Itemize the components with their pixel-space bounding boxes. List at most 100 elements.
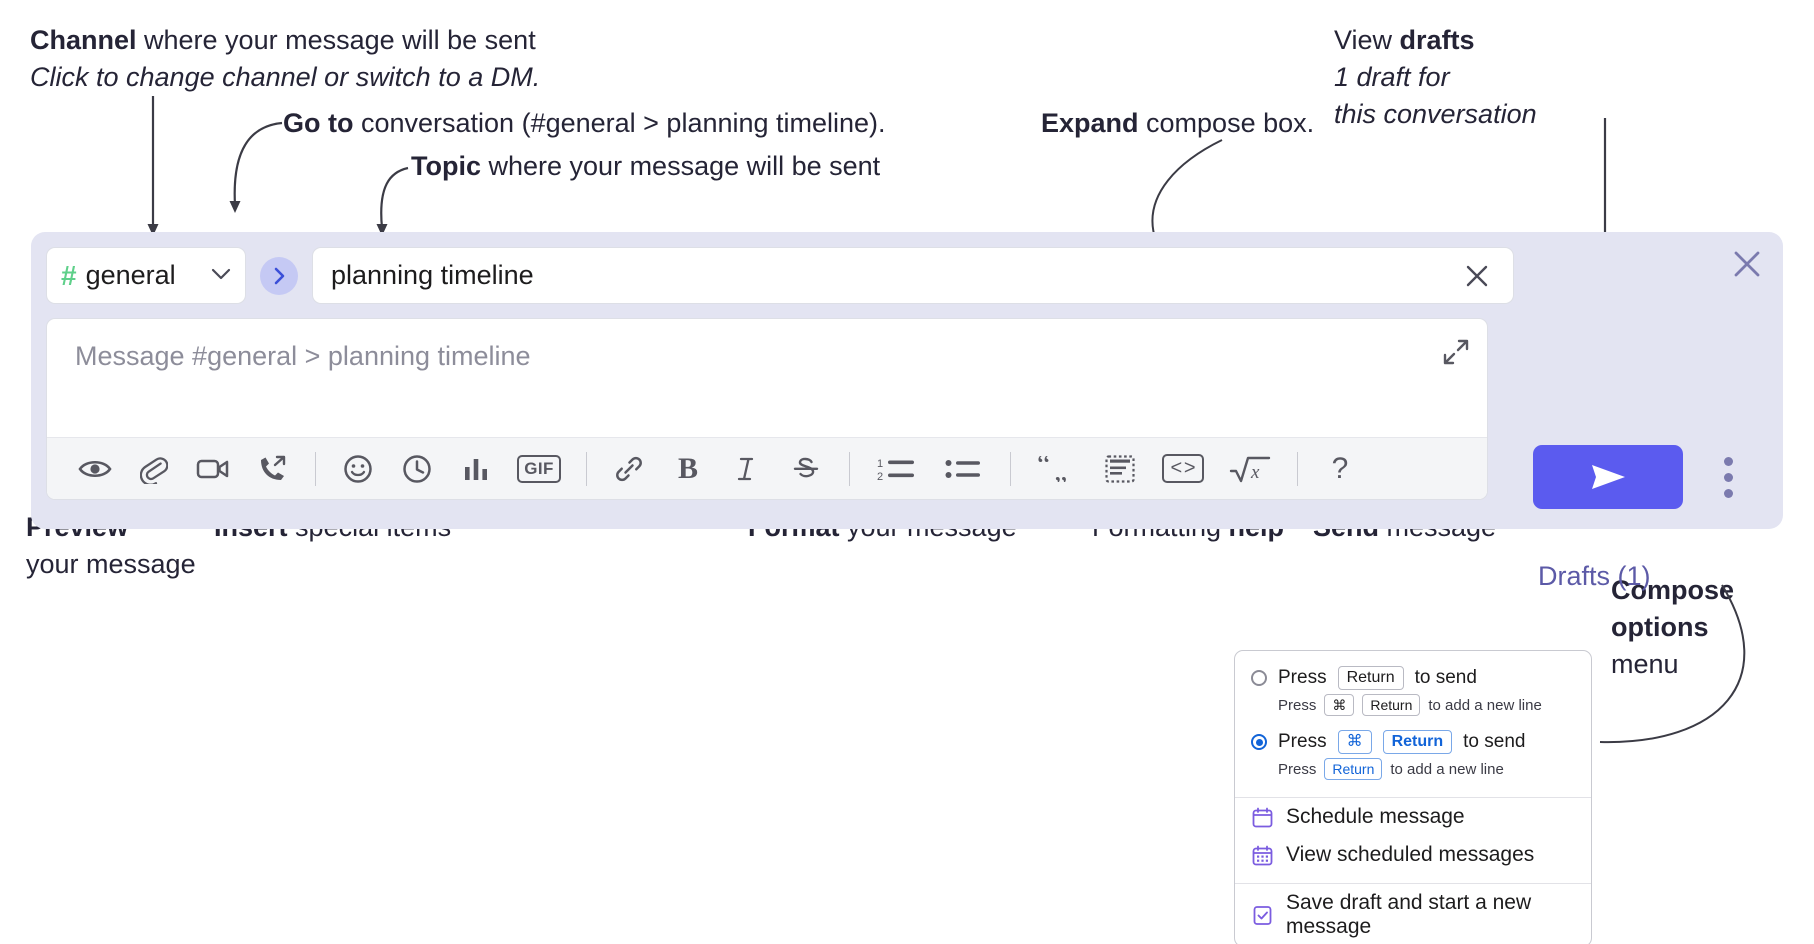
channel-name: general [85, 260, 176, 290]
annotation-drafts-italic-1: 1 draft for [1334, 62, 1450, 92]
goto-conversation-button[interactable] [260, 256, 298, 295]
inline-code-icon[interactable]: < > [1155, 447, 1211, 491]
annotation-drafts-italic-2: this conversation [1334, 99, 1537, 129]
phone-call-icon[interactable] [248, 447, 296, 491]
code-block-icon[interactable] [1096, 447, 1144, 491]
annotation-expand-bold: Expand [1041, 108, 1139, 138]
compose-options-button[interactable] [1713, 454, 1743, 500]
annotation-drafts: View drafts 1 draft for this conversatio… [1334, 22, 1537, 133]
topic-input[interactable]: planning timeline [312, 247, 1514, 304]
inline-code-label: < > [1162, 454, 1204, 483]
radio-button[interactable] [1251, 734, 1267, 750]
preview-eye-icon[interactable] [71, 447, 119, 491]
clock-icon[interactable] [393, 447, 441, 491]
annotation-goto: Go to conversation (#general > planning … [283, 105, 886, 142]
menu-divider [1235, 797, 1591, 798]
sub-press-label: Press [1278, 696, 1317, 714]
menu-item-label: Schedule message [1286, 805, 1465, 828]
calendar-schedule-icon [1251, 806, 1273, 828]
close-icon[interactable] [1459, 258, 1495, 294]
gif-icon[interactable]: GIF [511, 447, 567, 491]
send-button[interactable] [1533, 445, 1683, 509]
drafts-link[interactable]: Drafts (1) [1538, 561, 1651, 591]
menu-item-view-scheduled-messages[interactable]: View scheduled messages [1235, 836, 1591, 874]
bold-label: B [677, 451, 698, 485]
attachment-paperclip-icon[interactable] [130, 447, 178, 491]
annotation-compose-options-rest: menu [1611, 649, 1679, 679]
annotation-expand: Expand compose box. [1041, 105, 1314, 142]
radio-button[interactable] [1251, 670, 1267, 686]
menu-item-label: Save draft and start a new message [1286, 891, 1532, 938]
link-icon[interactable] [605, 447, 653, 491]
sub-action-label: to add a new line [1390, 760, 1504, 778]
annotation-channel-bold: Channel [30, 25, 137, 55]
key-return: Return [1362, 694, 1421, 716]
radio-press-label: Press [1278, 731, 1327, 752]
save-draft-icon [1251, 904, 1273, 926]
annotation-channel: Channel where your message will be sent … [30, 22, 540, 96]
channel-selector[interactable]: # general [46, 247, 246, 304]
key-command: ⌘ [1337, 730, 1372, 754]
annotation-drafts-lead: View [1334, 25, 1400, 55]
annotation-goto-rest: conversation (#general > planning timeli… [353, 108, 886, 138]
poll-bar-chart-icon[interactable] [452, 447, 500, 491]
sub-action-label: to add a new line [1428, 696, 1542, 714]
menu-item-save-draft[interactable]: Save draft and start a new message [1235, 884, 1591, 944]
radio-option-cmd-return-to-send[interactable]: Press ⌘ Return to send [1235, 724, 1591, 754]
radio-option-return-to-send[interactable]: Press Return to send [1235, 663, 1591, 690]
chevron-right-icon [274, 267, 285, 284]
svg-text:2: 2 [877, 471, 883, 482]
annotation-goto-bold: Go to [283, 108, 354, 138]
vertical-dots-icon [1723, 456, 1733, 466]
annotation-channel-rest: where your message will be sent [136, 25, 536, 55]
calendar-grid-icon [1251, 844, 1273, 866]
topic-value: planning timeline [331, 260, 534, 290]
annotation-topic-bold: Topic [411, 151, 481, 181]
menu-divider [1235, 883, 1591, 884]
vertical-dots-icon [1723, 472, 1733, 482]
svg-text:x: x [1250, 462, 1260, 483]
annotation-expand-rest: compose box. [1138, 108, 1315, 138]
message-placeholder: Message #general > planning timeline [75, 341, 531, 371]
vertical-dots-icon [1723, 488, 1733, 498]
annotation-channel-italic: Click to change channel or switch to a D… [30, 62, 541, 92]
close-icon[interactable] [1729, 246, 1765, 282]
blockquote-icon[interactable]: “„ [1029, 447, 1085, 491]
menu-item-label: View scheduled messages [1286, 843, 1535, 866]
video-camera-icon[interactable] [189, 447, 237, 491]
bulleted-list-icon[interactable] [935, 447, 991, 491]
italic-icon[interactable] [723, 447, 771, 491]
key-return: Return [1337, 666, 1404, 690]
help-label: ? [1331, 451, 1349, 485]
svg-text:1: 1 [877, 458, 883, 470]
math-latex-icon[interactable]: x [1222, 447, 1278, 491]
toolbar-divider [849, 451, 850, 486]
radio-action-label: to send [1414, 667, 1477, 688]
hash-icon: # [61, 259, 77, 291]
toolbar-divider [1297, 451, 1298, 486]
strikethrough-icon[interactable] [782, 447, 830, 491]
toolbar-divider [1010, 451, 1011, 486]
annotation-compose-options-bold-2: options [1611, 612, 1709, 642]
sub-press-label: Press [1278, 760, 1317, 778]
message-editor[interactable]: Message #general > planning timeline [46, 318, 1488, 500]
chevron-down-icon [211, 265, 231, 287]
annotation-preview-rest: your message [26, 549, 196, 579]
key-return: Return [1324, 758, 1383, 780]
bold-icon[interactable]: B [664, 447, 712, 491]
key-return: Return [1382, 730, 1453, 754]
menu-item-schedule-message[interactable]: Schedule message [1235, 798, 1591, 836]
radio-press-label: Press [1278, 667, 1327, 688]
emoji-smiley-icon[interactable] [334, 447, 382, 491]
formatting-help-icon[interactable]: ? [1316, 447, 1364, 491]
svg-text:“: “ [1037, 456, 1050, 481]
radio-action-label: to send [1463, 731, 1526, 752]
annotation-topic: Topic where your message will be sent [411, 148, 880, 185]
toolbar-divider [586, 451, 587, 486]
expand-icon[interactable] [1439, 335, 1473, 369]
gif-label: GIF [517, 454, 561, 483]
toolbar-divider [315, 451, 316, 486]
compose-panel: # general planning timeline Message #gen… [31, 232, 1783, 591]
